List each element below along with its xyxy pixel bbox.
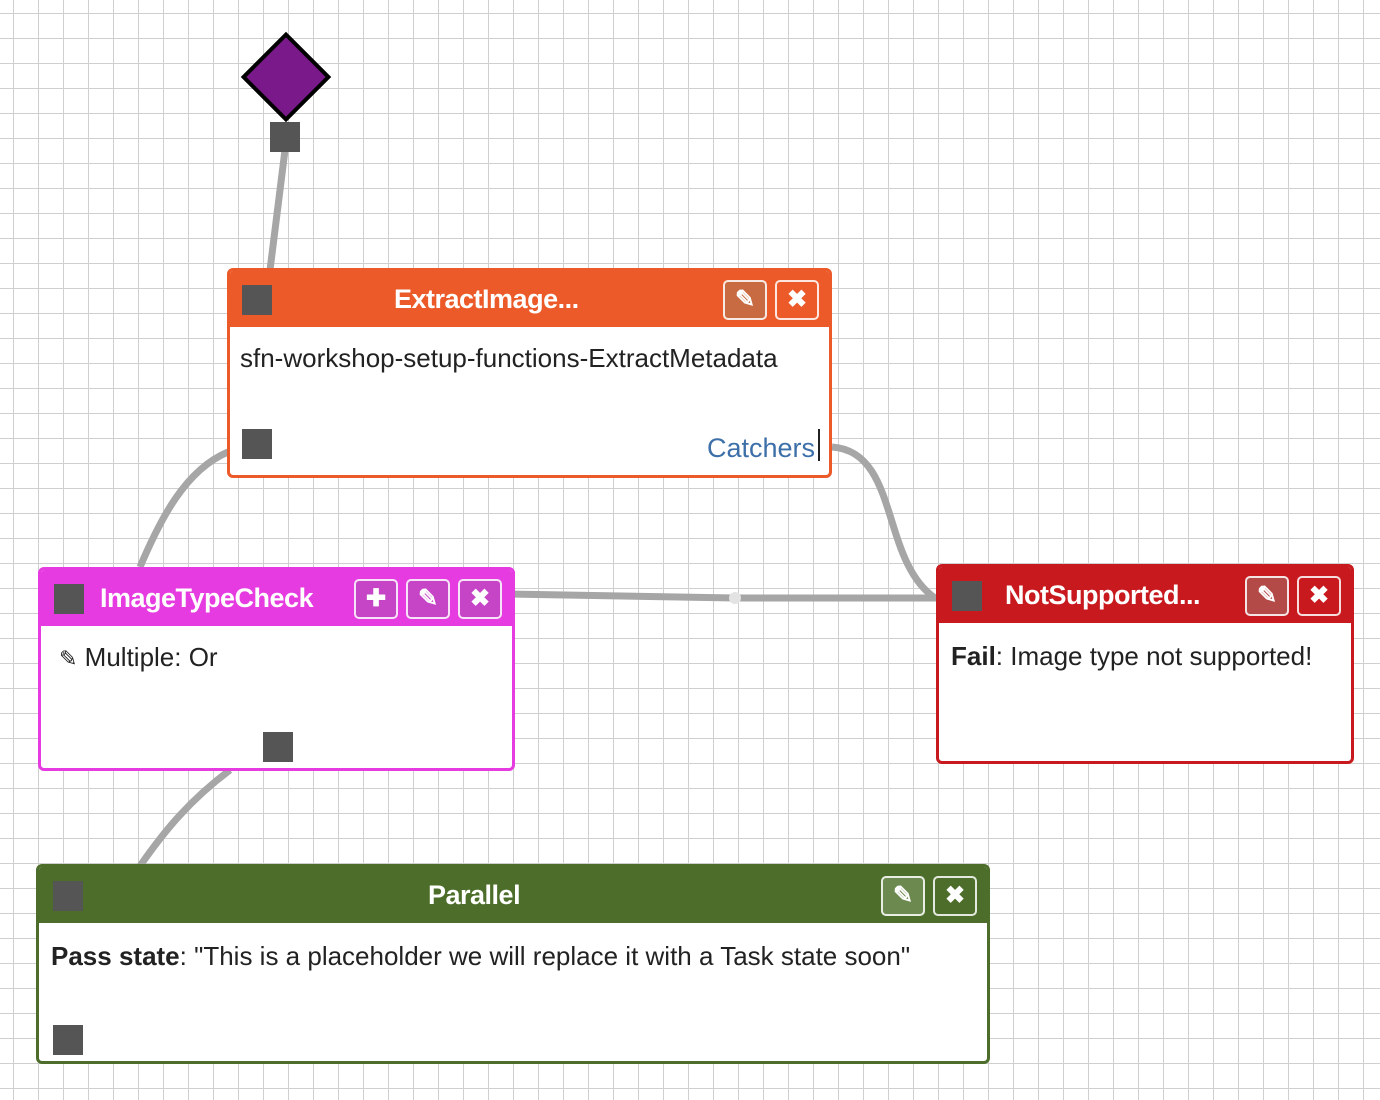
fail-description: Fail: Image type not supported! bbox=[951, 641, 1312, 672]
output-port[interactable] bbox=[53, 1025, 83, 1055]
pencil-icon: ✎ bbox=[1256, 582, 1278, 609]
edit-button[interactable]: ✎ bbox=[723, 280, 767, 320]
state-title: NotSupported... bbox=[1005, 580, 1200, 610]
pencil-icon: ✎ bbox=[59, 646, 78, 671]
choice-rule-label: Multiple: Or bbox=[84, 642, 218, 672]
edit-button[interactable]: ✎ bbox=[881, 876, 925, 916]
text-cursor bbox=[818, 429, 820, 461]
plus-icon: ✚ bbox=[365, 585, 387, 612]
start-state-diamond[interactable] bbox=[240, 31, 332, 123]
wire-catchers-to-notsupported bbox=[831, 443, 938, 601]
resource-arn: sfn-workshop-setup-functions-ExtractMeta… bbox=[240, 343, 778, 373]
state-type-label: Pass state bbox=[51, 941, 180, 971]
output-port[interactable] bbox=[263, 732, 293, 762]
close-icon: ✖ bbox=[469, 585, 491, 612]
input-port[interactable] bbox=[242, 285, 272, 315]
input-port[interactable] bbox=[952, 581, 982, 611]
wire-midpoint-handle[interactable] bbox=[729, 592, 741, 604]
close-icon: ✖ bbox=[786, 286, 808, 313]
wire-imagetypecheck-to-notsupported bbox=[504, 590, 937, 602]
state-header bbox=[39, 867, 987, 923]
state-title: ImageTypeCheck bbox=[100, 583, 314, 613]
state-parallel[interactable]: Parallel ✎ ✖ Pass state: "This is a plac… bbox=[36, 864, 990, 1064]
pass-result: : "This is a placeholder we will replace… bbox=[179, 941, 911, 971]
pencil-icon: ✎ bbox=[734, 286, 756, 313]
delete-button[interactable]: ✖ bbox=[1297, 576, 1341, 616]
wire-imagetypecheck-to-parallel bbox=[137, 767, 233, 868]
delete-button[interactable]: ✖ bbox=[458, 579, 502, 619]
fail-cause: : Image type not supported! bbox=[995, 641, 1313, 671]
pencil-icon: ✎ bbox=[417, 585, 439, 612]
state-extract-image[interactable]: ExtractImage... ✎ ✖ sfn-workshop-setup-f… bbox=[227, 268, 832, 478]
catchers-link[interactable]: Catchers bbox=[707, 433, 816, 463]
edit-button[interactable]: ✎ bbox=[406, 579, 450, 619]
pencil-icon: ✎ bbox=[892, 882, 914, 909]
add-rule-button[interactable]: ✚ bbox=[354, 579, 398, 619]
close-icon: ✖ bbox=[1308, 582, 1330, 609]
state-image-type-check[interactable]: ImageTypeCheck ✚ ✎ ✖ ✎ Multiple: Or bbox=[38, 567, 515, 771]
wire-start-to-extract bbox=[266, 146, 289, 274]
pass-description: Pass state: "This is a placeholder we wi… bbox=[51, 941, 910, 972]
delete-button[interactable]: ✖ bbox=[933, 876, 977, 916]
start-output-port[interactable] bbox=[270, 122, 300, 152]
input-port[interactable] bbox=[54, 584, 84, 614]
input-port[interactable] bbox=[53, 881, 83, 911]
wire-extract-to-imagetypecheck bbox=[136, 448, 230, 569]
edit-button[interactable]: ✎ bbox=[1245, 576, 1289, 616]
state-title: ExtractImage... bbox=[394, 284, 579, 314]
state-title: Parallel bbox=[428, 880, 521, 910]
delete-button[interactable]: ✖ bbox=[775, 280, 819, 320]
output-port[interactable] bbox=[242, 429, 272, 459]
choice-rule[interactable]: ✎ Multiple: Or bbox=[59, 642, 218, 673]
state-type-label: Fail bbox=[951, 641, 996, 671]
state-not-supported[interactable]: NotSupported... ✎ ✖ Fail: Image type not… bbox=[936, 564, 1354, 764]
close-icon: ✖ bbox=[944, 882, 966, 909]
